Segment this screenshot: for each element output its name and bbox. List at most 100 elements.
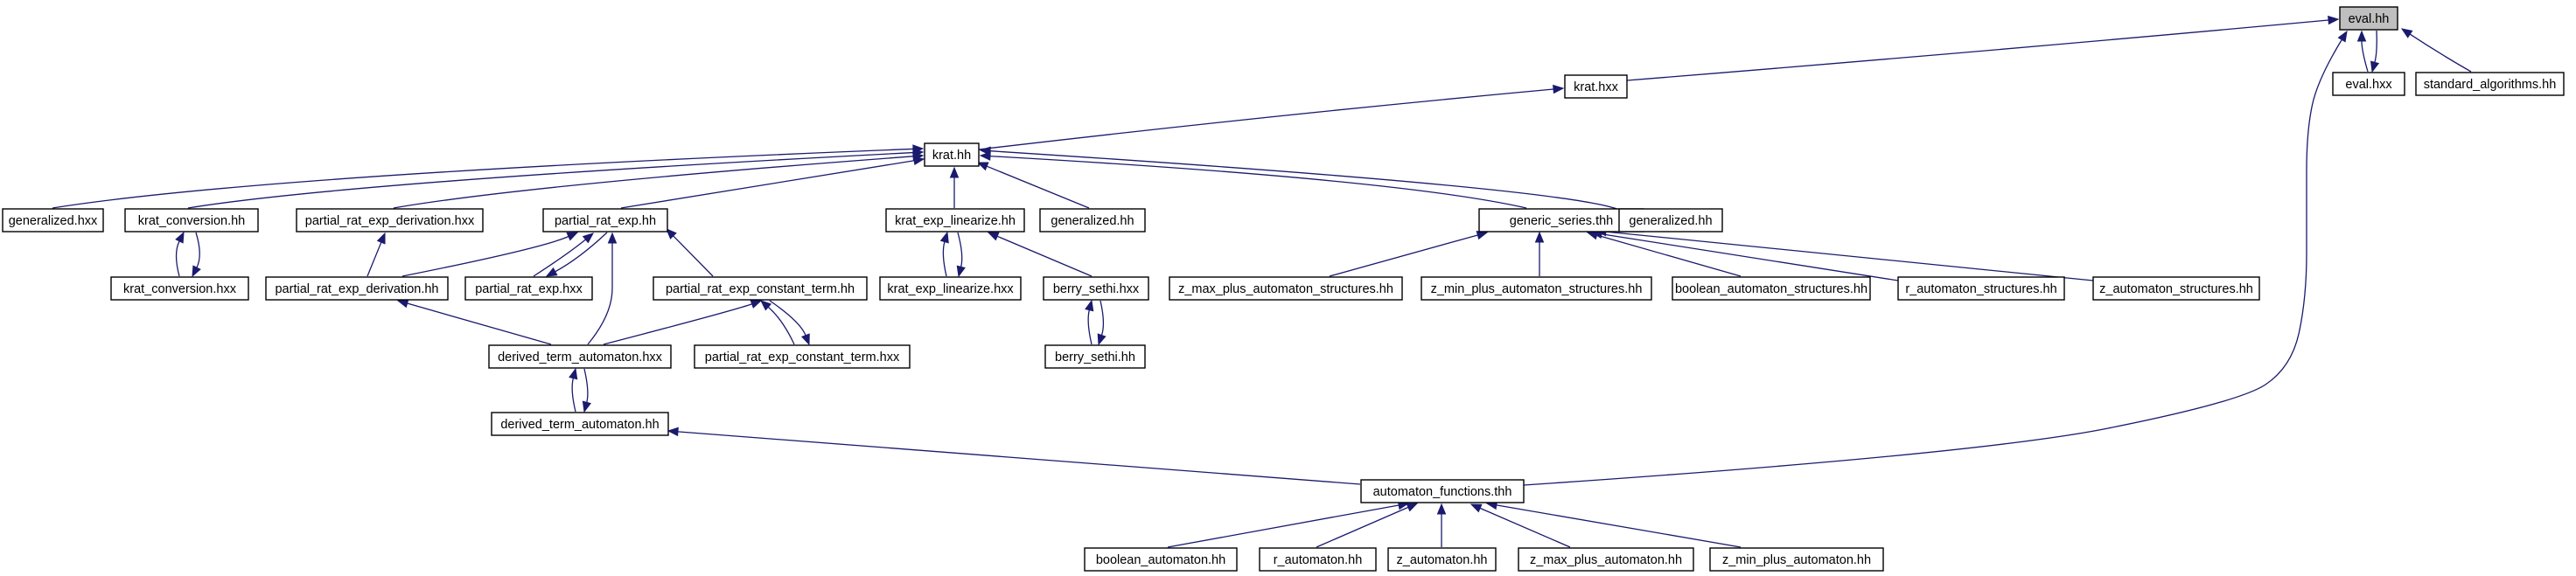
node-box[interactable] xyxy=(110,276,249,301)
node-box[interactable] xyxy=(694,344,911,369)
edge-line xyxy=(1100,300,1105,336)
node-label: r_automaton_structures.hh xyxy=(1905,282,2056,296)
node-box[interactable] xyxy=(1039,208,1146,232)
arrowhead xyxy=(939,231,949,244)
node-partial-rat-exp-hxx[interactable]: partial_rat_exp.hxx xyxy=(464,276,593,301)
edge-line xyxy=(1601,233,1899,281)
node-krat-conversion-hxx[interactable]: krat_conversion.hxx xyxy=(110,276,249,301)
node-standard-algorithms-hh[interactable]: standard_algorithms.hh xyxy=(2415,72,2565,96)
node-box[interactable] xyxy=(2339,6,2398,31)
node-box[interactable] xyxy=(653,276,868,301)
node-label: krat_conversion.hh xyxy=(138,214,246,228)
node-box[interactable] xyxy=(1084,547,1238,572)
node-box[interactable] xyxy=(1897,276,2065,301)
node-label: eval.hxx xyxy=(2345,78,2392,92)
node-r-automaton-structures-hh[interactable]: r_automaton_structures.hh xyxy=(1897,276,2065,301)
node-eval-hh[interactable]: eval.hh xyxy=(2339,6,2398,31)
node-krat-hh[interactable]: krat.hh xyxy=(924,142,980,167)
node-box[interactable] xyxy=(2415,72,2565,96)
arrowhead xyxy=(2328,15,2340,25)
node-krat-conversion-hh[interactable]: krat_conversion.hh xyxy=(124,208,259,232)
node-partial-rat-exp-hh[interactable]: partial_rat_exp.hh xyxy=(542,208,668,232)
node-automaton-functions-thh[interactable]: automaton_functions.thh xyxy=(1360,479,1525,503)
node-derived-term-automaton-hh[interactable]: derived_term_automaton.hh xyxy=(491,412,669,436)
node-box[interactable] xyxy=(1044,344,1146,369)
node-box[interactable] xyxy=(1169,276,1403,301)
node-box[interactable] xyxy=(1564,74,1628,99)
node-box[interactable] xyxy=(491,412,669,436)
node-box[interactable] xyxy=(1259,547,1377,572)
edge-partial-rat-exp-constant-term-hh-to-partial-rat-exp-hh xyxy=(666,228,714,277)
edge-line xyxy=(1523,39,2342,486)
node-label: partial_rat_exp.hxx xyxy=(475,282,583,296)
node-r-automaton-hh[interactable]: r_automaton.hh xyxy=(1259,547,1377,572)
node-box[interactable] xyxy=(1518,547,1694,572)
node-eval-hxx[interactable]: eval.hxx xyxy=(2332,72,2405,96)
node-berry-sethi-hh[interactable]: berry_sethi.hh xyxy=(1044,344,1146,369)
node-box[interactable] xyxy=(879,276,1022,301)
node-generalized-hh-b[interactable]: generalized.hh xyxy=(1618,208,1723,232)
node-z-max-plus-automaton-structures-hh[interactable]: z_max_plus_automaton_structures.hh xyxy=(1169,276,1403,301)
node-box[interactable] xyxy=(924,142,980,167)
arrowhead xyxy=(1436,503,1447,515)
arrowhead xyxy=(1553,84,1565,94)
arrowhead xyxy=(956,265,966,278)
node-z-min-plus-automaton-structures-hh[interactable]: z_min_plus_automaton_structures.hh xyxy=(1421,276,1652,301)
node-label: generalized.hh xyxy=(1629,214,1712,228)
node-box[interactable] xyxy=(1709,547,1884,572)
node-box[interactable] xyxy=(2,208,104,232)
node-partial-rat-exp-derivation-hxx[interactable]: partial_rat_exp_derivation.hxx xyxy=(296,208,484,232)
node-label: automaton_functions.thh xyxy=(1373,485,1512,499)
node-z-automaton-structures-hh[interactable]: z_automaton_structures.hh xyxy=(2092,276,2260,301)
edge-r-automaton-structures-hh-to-generic-series-thh xyxy=(1590,229,1899,281)
node-krat-hxx[interactable]: krat.hxx xyxy=(1564,74,1628,99)
arrowhead xyxy=(376,232,386,245)
node-boolean-automaton-structures-hh[interactable]: boolean_automaton_structures.hh xyxy=(1672,276,1871,301)
edge-partial-rat-exp-hh-to-partial-rat-exp-hxx xyxy=(545,232,608,277)
node-label: z_min_plus_automaton.hh xyxy=(1722,553,1871,567)
edge-z-max-plus-automaton-hh-to-automaton-functions-thh xyxy=(1470,503,1571,548)
edge-derived-term-automaton-hxx-to-partial-rat-exp-constant-term-hh xyxy=(603,300,763,345)
node-derived-term-automaton-hxx[interactable]: derived_term_automaton.hxx xyxy=(488,344,672,369)
node-box[interactable] xyxy=(1421,276,1652,301)
node-box[interactable] xyxy=(1043,276,1149,301)
node-box[interactable] xyxy=(2332,72,2405,96)
node-box[interactable] xyxy=(464,276,593,301)
node-partial-rat-exp-constant-term-hh[interactable]: partial_rat_exp_constant_term.hh xyxy=(653,276,868,301)
node-generalized-hh-a[interactable]: generalized.hh xyxy=(1039,208,1146,232)
node-z-min-plus-automaton-hh[interactable]: z_min_plus_automaton.hh xyxy=(1709,547,1884,572)
node-krat-exp-linearize-hxx[interactable]: krat_exp_linearize.hxx xyxy=(879,276,1022,301)
node-partial-rat-exp-constant-term-hxx[interactable]: partial_rat_exp_constant_term.hxx xyxy=(694,344,911,369)
node-label: boolean_automaton_structures.hh xyxy=(1675,282,1867,296)
node-box[interactable] xyxy=(885,208,1025,232)
node-box[interactable] xyxy=(1387,547,1497,572)
node-box[interactable] xyxy=(1618,208,1723,232)
edge-krat-conversion-hxx-to-krat-conversion-hh xyxy=(175,231,185,277)
edge-generalized-hh-b-to-krat-hh xyxy=(979,146,1620,211)
node-z-max-plus-automaton-hh[interactable]: z_max_plus_automaton.hh xyxy=(1518,547,1694,572)
node-box[interactable] xyxy=(2092,276,2260,301)
edge-line xyxy=(989,155,1527,209)
node-box[interactable] xyxy=(1672,276,1871,301)
node-box[interactable] xyxy=(542,208,668,232)
node-label: partial_rat_exp_constant_term.hh xyxy=(666,282,855,296)
node-box[interactable] xyxy=(265,276,449,301)
edge-generalized-hxx-to-krat-hh xyxy=(52,144,925,209)
node-box[interactable] xyxy=(488,344,672,369)
arrowhead xyxy=(569,367,578,380)
node-berry-sethi-hxx[interactable]: berry_sethi.hxx xyxy=(1043,276,1149,301)
node-krat-exp-linearize-hh[interactable]: krat_exp_linearize.hh xyxy=(885,208,1025,232)
node-partial-rat-exp-derivation-hh[interactable]: partial_rat_exp_derivation.hh xyxy=(265,276,449,301)
node-box[interactable] xyxy=(124,208,259,232)
arrowhead xyxy=(607,232,618,244)
node-generalized-hxx[interactable]: generalized.hxx xyxy=(2,208,104,232)
node-generic-series-thh[interactable]: generic_series.thh xyxy=(1478,208,1644,232)
arrowhead xyxy=(760,300,772,311)
node-box[interactable] xyxy=(1360,479,1525,503)
edge-berry-sethi-hh-to-berry-sethi-hxx xyxy=(1085,299,1094,345)
node-box[interactable] xyxy=(296,208,484,232)
node-label: derived_term_automaton.hh xyxy=(500,418,659,432)
node-z-automaton-hh[interactable]: z_automaton.hh xyxy=(1387,547,1497,572)
edge-line xyxy=(401,235,569,277)
node-boolean-automaton-hh[interactable]: boolean_automaton.hh xyxy=(1084,547,1238,572)
